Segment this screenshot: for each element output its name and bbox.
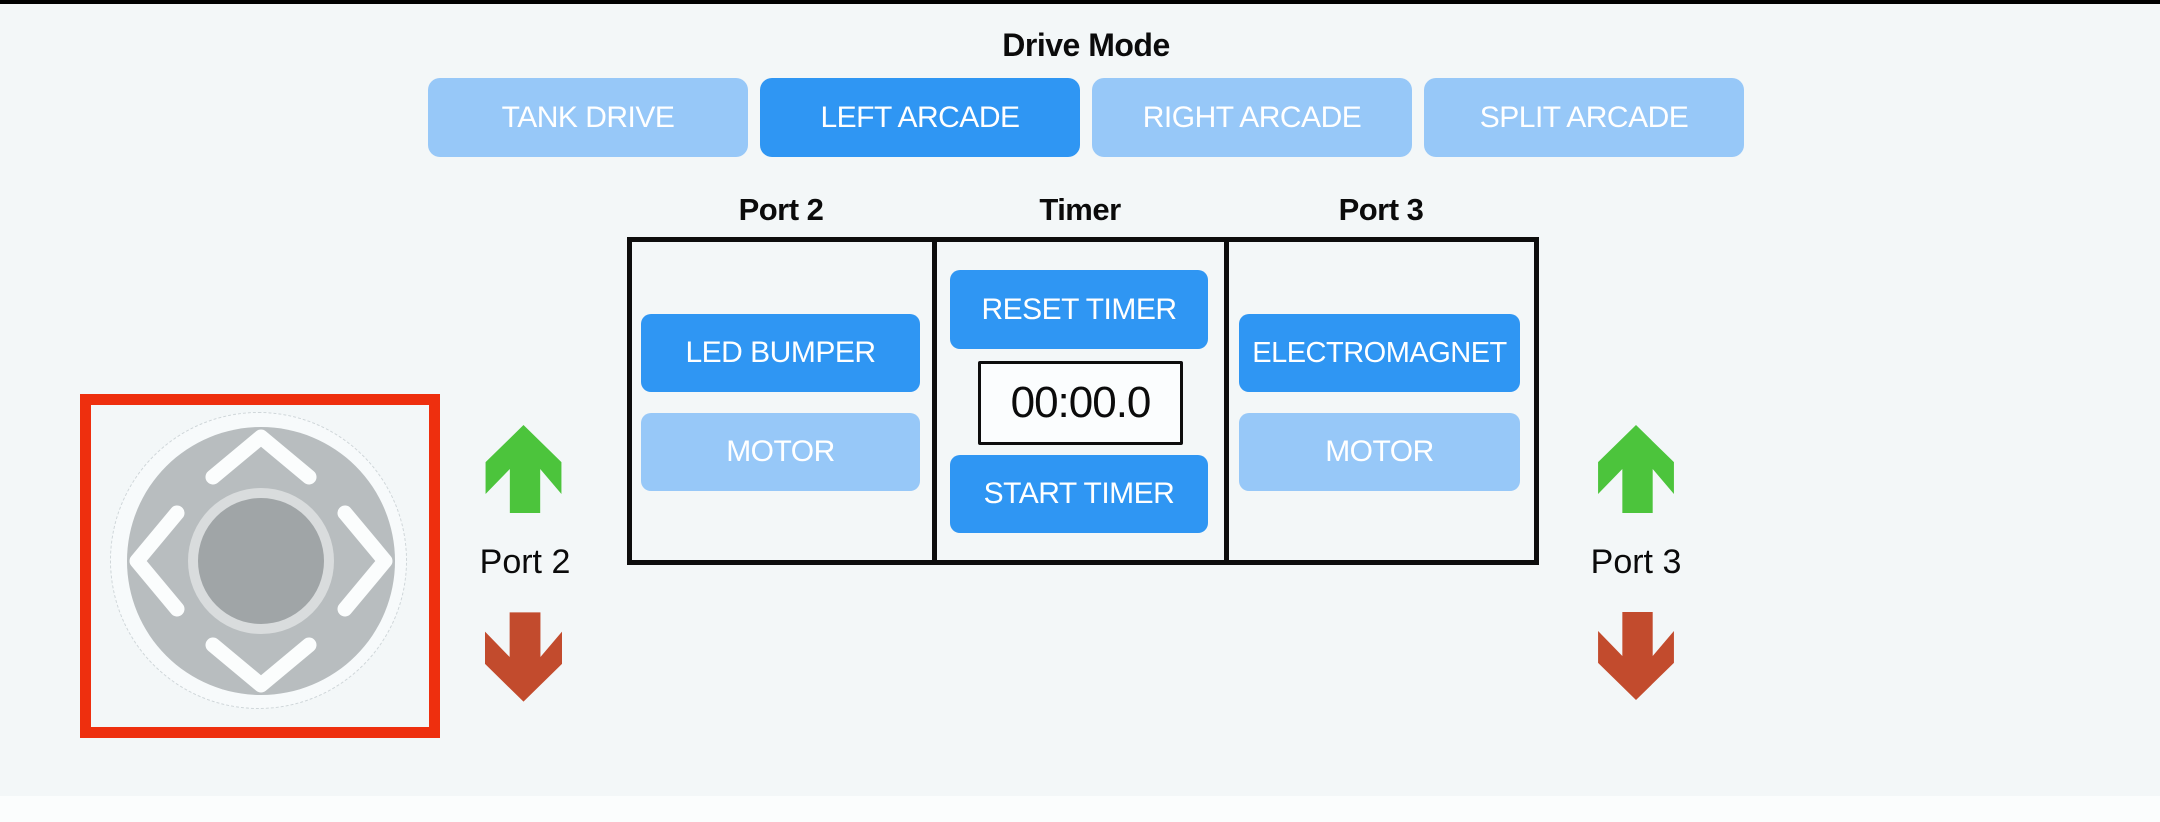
right-arcade-button[interactable]: RIGHT ARCADE	[1092, 78, 1412, 157]
chevron-up-icon	[205, 429, 317, 485]
reset-timer-button[interactable]: RESET TIMER	[950, 270, 1208, 349]
chevron-right-icon	[337, 505, 393, 617]
table-divider	[932, 237, 937, 565]
control-table	[627, 237, 1539, 565]
chevron-down-icon	[205, 637, 317, 693]
bottom-strip	[0, 796, 2160, 822]
table-divider	[1224, 237, 1229, 565]
electromagnet-button[interactable]: ELECTROMAGNET	[1239, 314, 1520, 392]
port3-motor-button[interactable]: MOTOR	[1239, 413, 1520, 491]
port2-up-arrow-icon[interactable]	[485, 425, 562, 513]
port2-indicator-label: Port 2	[479, 543, 571, 581]
port3-down-arrow-icon[interactable]	[1598, 612, 1674, 700]
split-arcade-button[interactable]: SPLIT ARCADE	[1424, 78, 1744, 157]
top-bar	[0, 0, 2160, 4]
port2-motor-button[interactable]: MOTOR	[641, 413, 920, 491]
timer-display: 00:00.0	[978, 361, 1183, 445]
port2-down-arrow-icon[interactable]	[485, 612, 562, 702]
port2-column-header: Port 2	[738, 192, 824, 227]
joystick-knob[interactable]	[198, 498, 324, 624]
port3-column-header: Port 3	[1338, 192, 1424, 227]
joystick-chevrons-icon	[129, 429, 393, 693]
joystick-frame	[80, 394, 440, 738]
joystick-ring	[188, 488, 334, 634]
port3-indicator-label: Port 3	[1590, 543, 1682, 581]
timer-column-header: Timer	[1039, 192, 1121, 227]
chevron-left-icon	[129, 505, 185, 617]
left-arcade-button[interactable]: LEFT ARCADE	[760, 78, 1080, 157]
start-timer-button[interactable]: START TIMER	[950, 455, 1208, 533]
port3-up-arrow-icon[interactable]	[1598, 425, 1674, 513]
drive-mode-title: Drive Mode	[1002, 27, 1170, 63]
led-bumper-button[interactable]: LED BUMPER	[641, 314, 920, 392]
tank-drive-button[interactable]: TANK DRIVE	[428, 78, 748, 157]
joystick-pad[interactable]	[127, 427, 395, 695]
